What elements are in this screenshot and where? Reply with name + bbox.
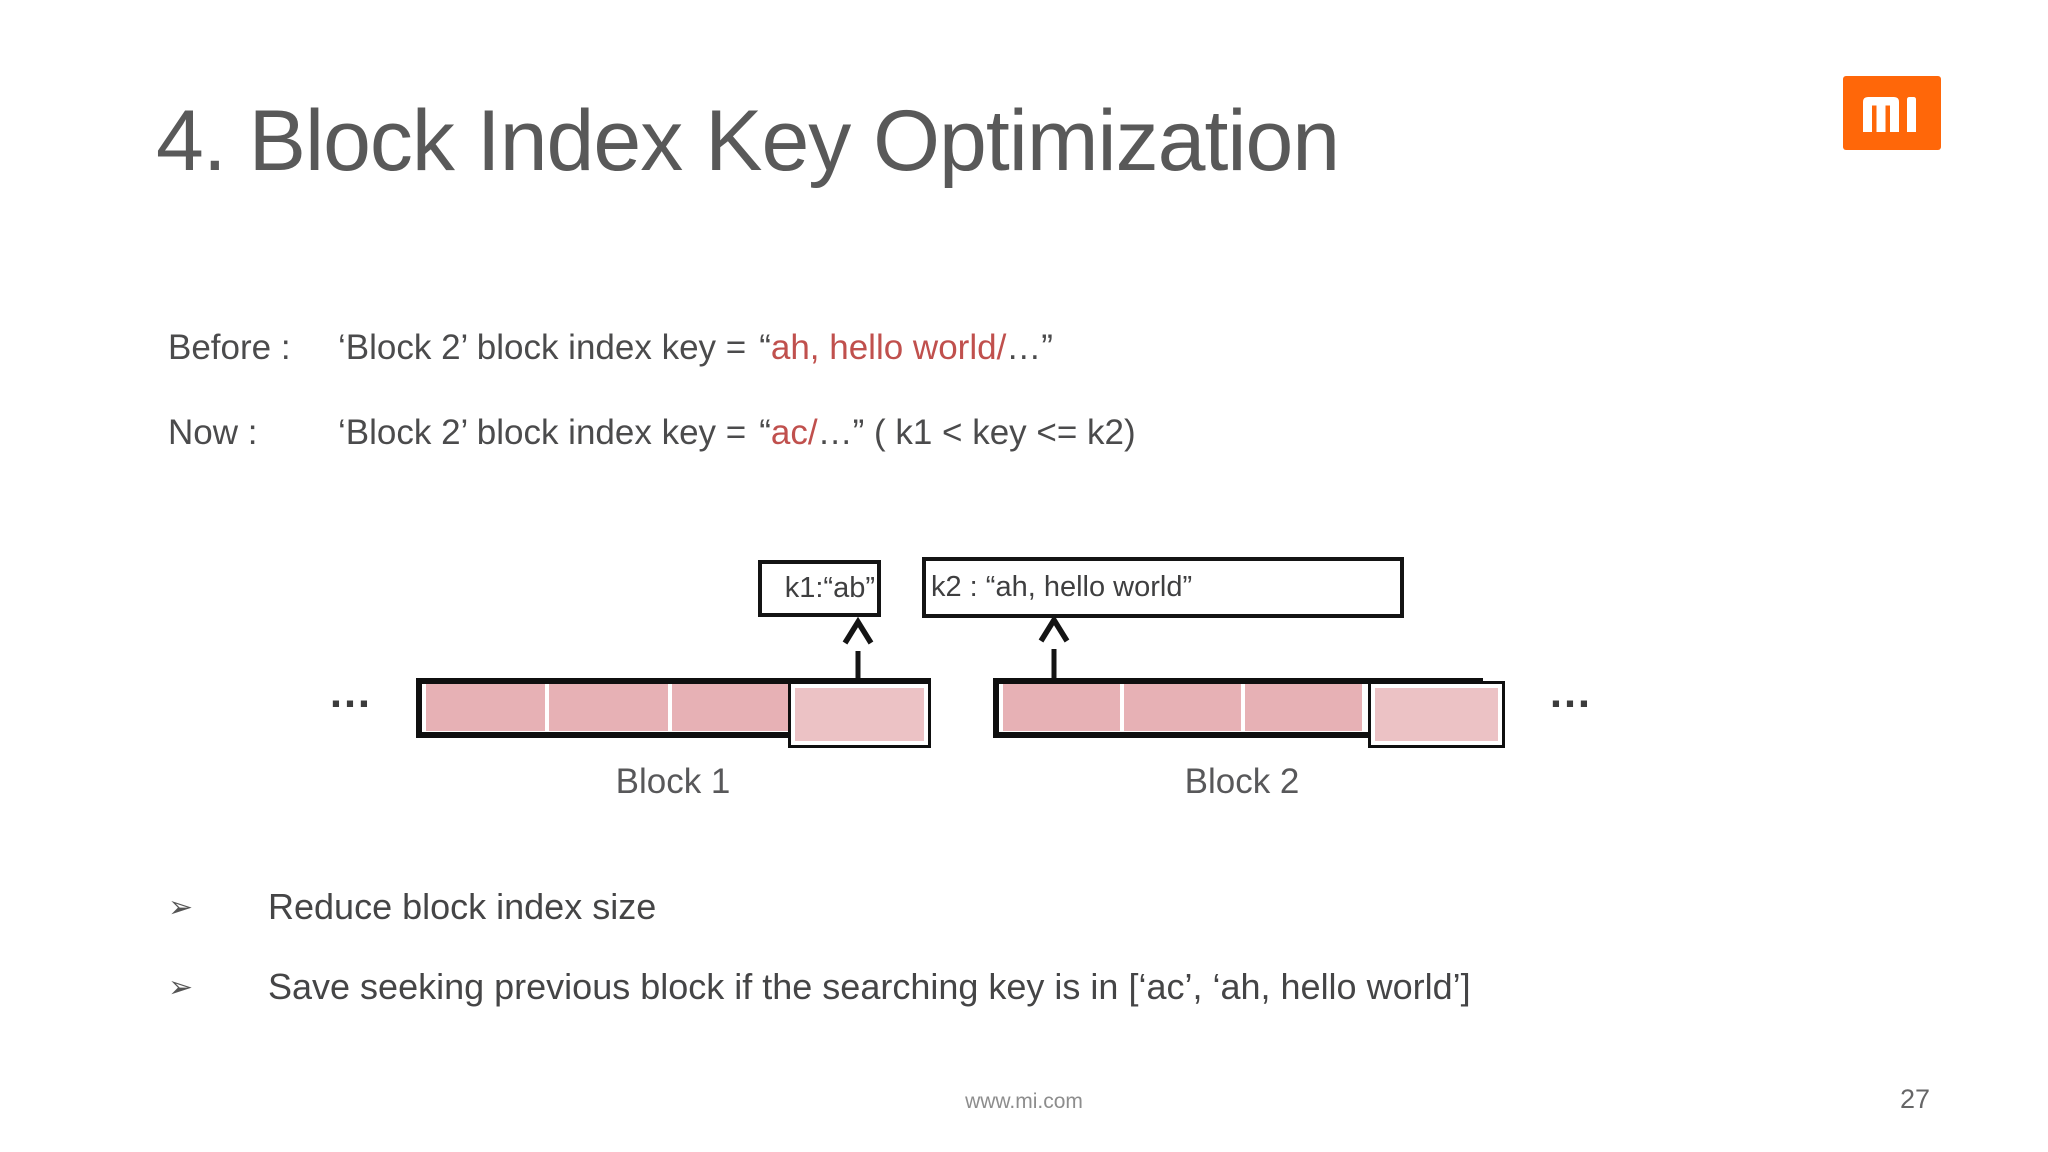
now-body: ‘Block 2’ block index key = [338,413,747,452]
mi-logo [1843,76,1941,150]
up-arrow-icon [1038,614,1070,678]
bullet2-text-prefix: Save seeking previous block if the searc… [268,966,1139,1007]
block2-last-cell [1375,688,1498,741]
block2-cell [1245,684,1362,731]
before-label: Before : [168,328,291,367]
block1-cell [426,684,545,731]
now-open-quote: “ [759,413,771,452]
before-key-red: ah, hello world/ [770,328,1007,367]
k1-key-text: k1:“ab” [784,572,875,604]
before-open-quote: “ [759,328,771,367]
left-ellipsis: … [328,668,375,717]
k1-key-box: k1:“ab” [758,560,881,617]
before-tail: …” [1006,328,1053,367]
now-tail: …” ( k1 < key <= k2) [817,413,1136,452]
arrow-bullet-icon: ➢ [168,891,194,924]
block1-cell [549,684,668,731]
bullet2-text-suffix: ] [1460,966,1471,1007]
bullet2-text-green: ‘ac’, ‘ah, hello world’ [1138,966,1461,1007]
up-arrow-icon [842,616,874,679]
block1-label: Block 1 [615,762,731,801]
block1-cell [672,684,791,731]
k2-key-text: k2 : “ah, hello world” [931,571,1193,603]
bullet-item-1: ➢ Reduce block index size [168,886,656,928]
arrow-bullet-icon: ➢ [168,971,194,1004]
before-body: ‘Block 2’ block index key = [338,328,747,367]
now-line: Now : ‘Block 2’ block index key = “ac/…” (… [168,413,1136,453]
page-title: 4. Block Index Key Optimization [156,93,1340,189]
block2-cell [1124,684,1241,731]
before-line: Before : ‘Block 2’ block index key = “ah, … [168,328,1053,368]
footer-url: www.mi.com [965,1090,1083,1113]
right-ellipsis: … [1548,668,1595,717]
mi-logo-glyph [1863,97,1916,132]
bullet-item-2: ➢ Save seeking previous block if the sear… [168,966,1471,1008]
now-label: Now : [168,413,258,452]
now-key-red: ac/ [770,413,818,452]
block2-cell [1003,684,1120,731]
block2-label: Block 2 [1184,762,1300,801]
block2-last-cell-box [1368,681,1505,748]
block1-last-cell [795,688,924,741]
page-number: 27 [1899,1084,1930,1114]
k2-key-box: k2 : “ah, hello world” [922,557,1404,618]
block1-last-cell-box [788,681,931,748]
bullet1-text: Reduce block index size [268,886,657,927]
